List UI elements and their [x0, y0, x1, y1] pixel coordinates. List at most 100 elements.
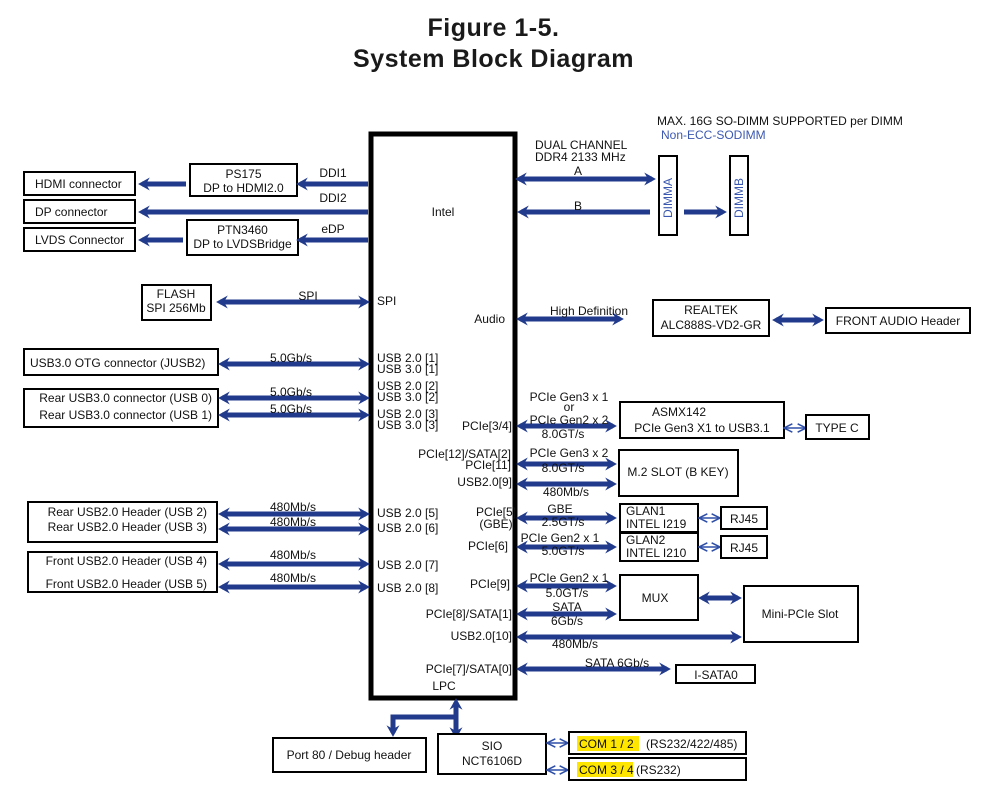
com-name: COM 1 / 2	[579, 737, 634, 751]
lan-chip-label: GLAN2	[626, 533, 666, 547]
channel-a-label: A	[574, 164, 582, 178]
mux-link-label: 5.0GT/s	[546, 586, 589, 600]
display-bridge-label: PS175	[225, 167, 261, 181]
display-link-label: eDP	[321, 222, 344, 236]
m2-slot-box	[618, 449, 739, 497]
diagram-title: System Block Diagram	[353, 45, 634, 73]
flash-label: FLASH	[157, 287, 196, 301]
rear-usb3-label: Rear USB3.0 connector (USB 1)	[39, 408, 212, 422]
m2-slot-label: M.2 SLOT (B KEY)	[627, 465, 728, 479]
cpu-port-usb1: USB 3.0 [1]	[377, 362, 438, 376]
memory-channel-label: DUAL CHANNEL	[535, 138, 628, 152]
rj45-label: RJ45	[730, 512, 758, 526]
m2-link-label: 8.0GT/s	[542, 461, 585, 475]
cpu-port-usb6: USB 2.0 [6]	[377, 521, 438, 535]
asm-chip-label: PCIe Gen3 X1 to USB3.1	[634, 421, 770, 435]
memory-note: MAX. 16G SO-DIMM SUPPORTED per DIMM	[657, 114, 903, 128]
rear-usb2-label: Rear USB2.0 Header (USB 2)	[48, 505, 207, 519]
rj45-box	[720, 535, 768, 559]
cpu-port-usb7: USB 2.0 [7]	[377, 558, 438, 572]
typec-box	[805, 414, 870, 440]
display-connector-label: HDMI connector	[35, 177, 122, 191]
debug-header-label: Port 80 / Debug header	[287, 748, 412, 762]
usb-otg-label: USB3.0 OTG connector (JUSB2)	[30, 356, 205, 370]
front-usb2-label: Front USB2.0 Header (USB 4)	[46, 554, 207, 568]
asm-link-label: 8.0GT/s	[542, 427, 585, 441]
mux-sata-label: 6Gb/s	[551, 614, 583, 628]
rear-usb3-label: Rear USB3.0 connector (USB 0)	[39, 391, 212, 405]
display-connector-label: LVDS Connector	[35, 233, 124, 247]
asm-link-label: or	[564, 400, 575, 414]
display-bridge-box	[189, 163, 298, 197]
usb-otg-speed: 5.0Gb/s	[270, 351, 312, 365]
m2-link-label: PCIe Gen3 x 2	[530, 446, 609, 460]
memory-channel-label: DDR4 2133 MHz	[535, 150, 626, 164]
cpu-block	[368, 131, 518, 701]
mux-label: MUX	[642, 591, 669, 605]
front-usb2-speed: 480Mb/s	[270, 548, 316, 562]
lan-link-label: 2.5GT/s	[542, 515, 585, 529]
minipcie-usb-speed: 480Mb/s	[552, 637, 598, 651]
cpu-port-audio: Audio	[474, 312, 505, 326]
isata-label: I-SATA0	[694, 668, 738, 682]
lan-link-label: 5.0GT/s	[542, 544, 585, 558]
front-usb2-label: Front USB2.0 Header (USB 5)	[46, 577, 207, 591]
cpu-port-pcie34: PCIe[3/4]	[462, 419, 512, 433]
com-highlight	[577, 736, 639, 751]
display-bridge-label: DP to LVDSBridge	[193, 237, 292, 251]
cpu-port-usb10: USB2.0[10]	[451, 629, 512, 643]
sio-label: SIO	[482, 739, 503, 753]
mux-sata-label: SATA	[552, 600, 582, 614]
rear-usb2-box	[27, 501, 218, 543]
cpu-port-pcie12: PCIe[11]	[465, 458, 511, 472]
audio-codec-label: REALTEK	[684, 303, 738, 317]
com-spec: (RS232)	[636, 763, 681, 777]
sio-label: NCT6106D	[462, 754, 522, 768]
front-audio-label: FRONT AUDIO Header	[836, 314, 960, 328]
lpc-debug-arrow	[386, 714, 456, 737]
rear-usb3-speed: 5.0Gb/s	[270, 385, 312, 399]
usb-otg-box	[23, 348, 219, 376]
lan-link-label: GBE	[547, 502, 572, 516]
front-audio-box	[825, 307, 971, 334]
audio-codec-label: ALC888S-VD2-GR	[661, 318, 762, 332]
rear-usb2-speed: 480Mb/s	[270, 515, 316, 529]
cpu-port-usb8: USB 2.0 [8]	[377, 581, 438, 595]
asm-chip-label: ASMX142	[652, 405, 706, 419]
rear-usb3-box	[23, 388, 219, 428]
com-spec: (RS232/422/485)	[646, 737, 737, 751]
flash-label: SPI 256Mb	[146, 301, 206, 315]
dimma-slot	[658, 155, 678, 236]
spi-link-label: SPI	[298, 289, 317, 303]
rear-usb2-speed: 480Mb/s	[270, 500, 316, 514]
mux-box	[619, 574, 699, 621]
isata-box	[675, 664, 756, 684]
sata-link-label: SATA 6Gb/s	[585, 656, 649, 670]
rj45-label: RJ45	[730, 541, 758, 555]
channel-b-label: B	[574, 199, 582, 213]
display-link-label: DDI2	[319, 191, 347, 205]
asm-link-label: PCIe Gen2 x 2	[530, 413, 609, 427]
cpu-label: Intel	[432, 205, 455, 219]
cpu-port-usb2: USB 2.0 [2]	[377, 379, 438, 393]
minipcie-box	[743, 585, 859, 643]
display-connector-box	[23, 199, 136, 224]
cpu-port-pcie8: PCIe[8]/SATA[1]	[426, 607, 512, 621]
display-bridge-label: DP to HDMI2.0	[203, 181, 284, 195]
display-connector-box	[23, 171, 136, 196]
audio-link-label: High Definition	[550, 304, 628, 318]
typec-label: TYPE C	[815, 421, 859, 435]
front-usb2-speed: 480Mb/s	[270, 571, 316, 585]
flash-box	[141, 284, 212, 321]
display-connector-box	[23, 227, 136, 252]
cpu-port-usb3: USB 2.0 [3]	[377, 407, 438, 421]
rear-usb2-label: Rear USB2.0 Header (USB 3)	[48, 520, 207, 534]
audio-codec-box	[652, 299, 770, 337]
lan-chip-label: GLAN1	[626, 504, 666, 518]
cpu-port-pcie12: PCIe[12]/SATA[2]	[418, 447, 511, 461]
cpu-port-lpc: LPC	[432, 679, 456, 693]
dimmb-slot	[729, 155, 749, 236]
rear-usb3-speed: 5.0Gb/s	[270, 402, 312, 416]
minipcie-label: Mini-PCIe Slot	[762, 607, 839, 621]
lan-link-label: PCIe Gen2 x 1	[521, 531, 600, 545]
